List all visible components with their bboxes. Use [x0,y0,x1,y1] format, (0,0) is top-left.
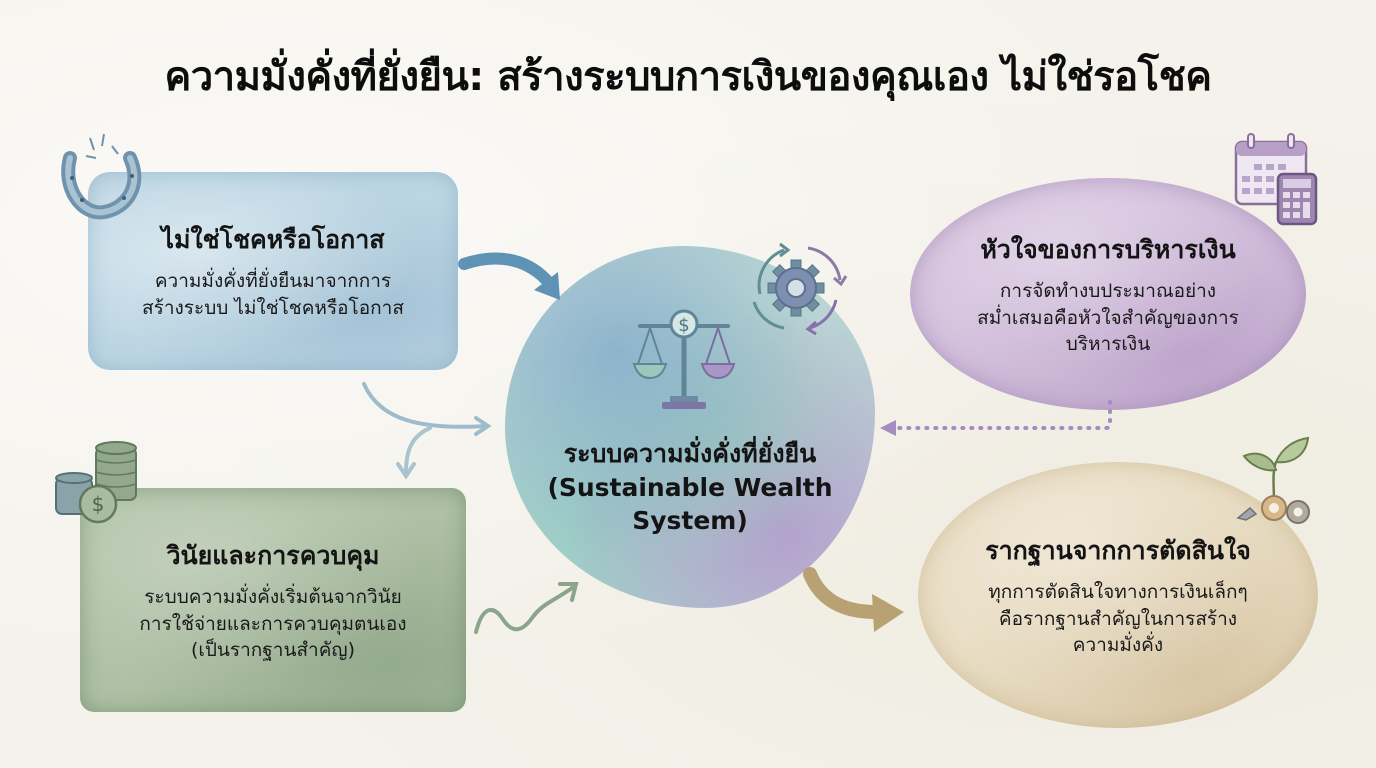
horseshoe-icon [61,133,142,220]
card-decision-foundation: รากฐานจากการตัดสินใจ ทุกการตัดสินใจทางกา… [918,462,1318,728]
card-title: หัวใจของการบริหารเงิน [980,234,1236,264]
sprout-gears-icon [1236,436,1310,524]
center-title-en-1: (Sustainable Wealth [547,472,833,502]
card-title: ไม่ใช่โชคหรือโอกาส [161,225,385,255]
card-not-luck: ไม่ใช่โชคหรือโอกาส ความมั่งคั่งที่ยั่งยื… [88,172,458,370]
svg-text:$: $ [92,492,105,516]
card-line: สร้างระบบ ไม่ใช่โชคหรือโอกาส [142,297,404,319]
center-title-th: ระบบความมั่งคั่งที่ยั่งยืน [563,438,817,468]
arrow-luck-to-center [458,252,560,300]
card-title: รากฐานจากการตัดสินใจ [985,535,1251,565]
card-line: (เป็นรากฐานสำคัญ) [190,639,356,662]
card-line: ความมั่งคั่งที่ยั่งยืนมาจากการ [154,270,392,293]
arrow-dotted-heart-to-center [880,400,1112,436]
arrow-split-to-center-and-discipline [362,382,492,480]
card-line: การจัดทำงบประมาณอย่าง [999,279,1217,302]
card-line: การใช้จ่ายและการควบคุมตนเอง [139,612,407,635]
coin-stack-icon: $ [55,441,137,524]
card-body: การจัดทำงบประมาณอย่าง สม่ำเสมอคือหัวใจสำ… [977,278,1239,359]
arrow-center-to-foundation [803,567,904,632]
card-line: บริหารเงิน [1065,333,1151,356]
calendar-calculator-icon [1234,133,1318,226]
card-body: ระบบความมั่งคั่งเริ่มต้นจากวินัย การใช้จ… [139,584,406,665]
gear-cycle-icon [752,242,848,336]
card-body: ทุกการตัดสินใจทางการเงินเล็กๆ คือรากฐานส… [988,579,1248,660]
center-title-en-2: System) [632,506,748,536]
card-line: ความมั่งคั่ง [1072,634,1164,657]
card-budget-heart: หัวใจของการบริหารเงิน การจัดทำงบประมาณอย… [910,178,1306,410]
card-body: ความมั่งคั่งที่ยั่งยืนมาจากการ สร้างระบบ… [142,268,404,322]
card-line: ทุกการตัดสินใจทางการเงินเล็กๆ [988,580,1248,603]
card-discipline: วินัยและการควบคุม ระบบความมั่งคั่งเริ่มต… [80,488,466,712]
card-title: วินัยและการควบคุม [166,540,380,570]
card-line: ระบบความมั่งคั่งเริ่มต้นจากวินัย [144,585,402,608]
card-line: สม่ำเสมอคือหัวใจสำคัญของการ [977,306,1239,329]
card-line: คือรากฐานสำคัญในการสร้าง [998,607,1238,630]
page-title: ความมั่งคั่งที่ยั่งยืน: สร้างระบบการเงิน… [164,54,1212,100]
arrow-squiggle-discipline-to-center [474,582,579,634]
balance-scale-dollar-icon: $ [632,309,736,409]
svg-text:$: $ [678,315,689,336]
